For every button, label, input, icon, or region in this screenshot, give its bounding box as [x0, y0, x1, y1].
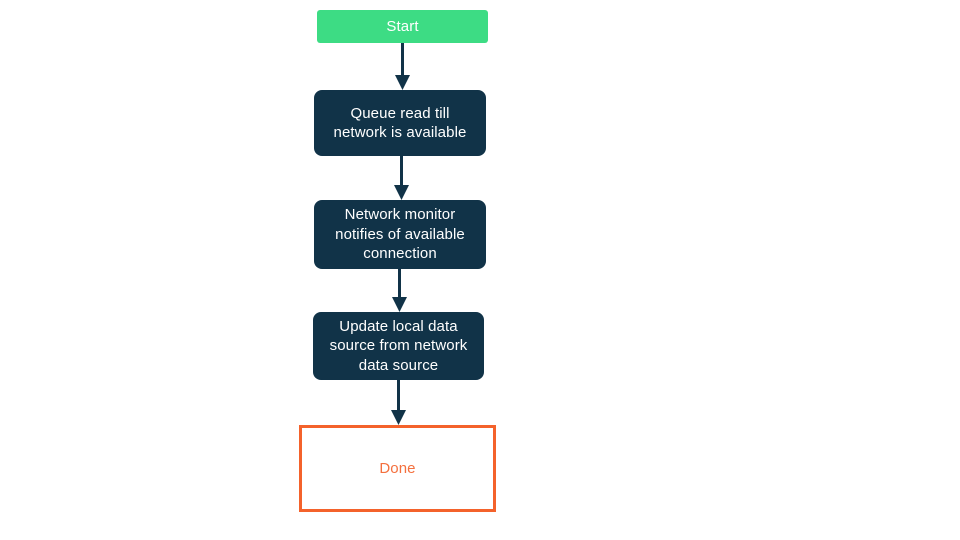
node-label: Queue read till network is available [333, 104, 467, 142]
flow-arrow [390, 380, 406, 425]
node-label: Update local data source from network da… [329, 317, 468, 374]
node-label: Done [379, 459, 416, 477]
flowchart-node-update-local[interactable]: Update local data source from network da… [313, 312, 484, 380]
flow-arrow [394, 43, 410, 90]
node-label: Network monitor notifies of available co… [335, 206, 465, 263]
flow-arrow [391, 269, 407, 312]
node-label: Start [386, 17, 419, 35]
flowchart-node-done[interactable]: Done [299, 425, 496, 512]
flowchart-node-network-monitor[interactable]: Network monitor notifies of available co… [314, 200, 486, 269]
flowchart-node-start[interactable]: Start [317, 10, 488, 43]
flowchart-node-queue-read[interactable]: Queue read till network is available [314, 90, 486, 156]
flow-arrow [393, 156, 409, 200]
